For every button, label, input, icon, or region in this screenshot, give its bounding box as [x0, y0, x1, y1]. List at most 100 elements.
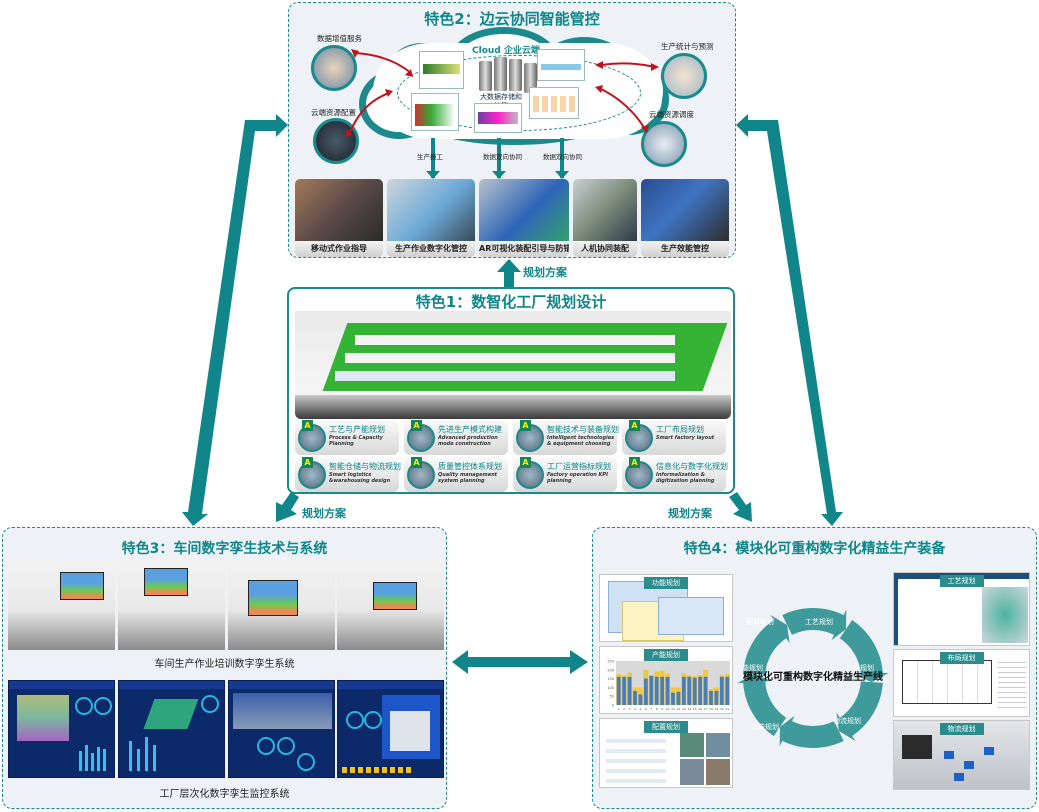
chart-xtick: 18 — [709, 707, 713, 711]
chart-bar-capacity — [709, 690, 713, 705]
server-icon — [479, 61, 492, 91]
chart-ytick: 50 — [610, 695, 614, 699]
data-service-photo — [311, 45, 357, 91]
chart-bar-capacity — [633, 690, 637, 705]
red-arrow — [600, 88, 646, 130]
link-label-report: 生产报工 — [417, 153, 443, 161]
chart-bar-capacity — [627, 676, 632, 705]
photo-hrc-assembly: 人机协同装配 — [573, 179, 637, 257]
arrow-p3-p2 — [182, 114, 288, 526]
server-icon — [494, 57, 507, 91]
chart-xtick: 7 — [650, 707, 652, 711]
chart-xtick: 6 — [645, 707, 647, 711]
caption-monitor: 工厂层次化数字孪生监控系统 — [159, 789, 290, 800]
chart-bar-capacity — [654, 676, 659, 705]
red-arrow — [600, 62, 656, 68]
side-label-top-left: 数据增值服务 — [317, 34, 362, 43]
thumb-config-planning: 配置规划 — [599, 718, 733, 788]
flow-label-p1-p2: 规划方案 — [523, 266, 567, 279]
cloud-label: Cloud 企业云端 — [472, 46, 540, 56]
arrow-p1-p4 — [729, 492, 752, 522]
feature3-panel: 特色3：车间数字孪生技术与系统 车间生产作业培训数字孪生系统 工厂层次化数字孪生… — [2, 527, 447, 809]
chart-title: 产能规划 — [644, 649, 688, 661]
arrow-p1-p3 — [276, 492, 299, 522]
chart-xtick: 2 — [623, 707, 625, 711]
chart-xtick: 17 — [704, 707, 708, 711]
chart-xtick: 21 — [725, 707, 729, 711]
photo-caption: 生产效能管控 — [641, 241, 729, 257]
cloud-screen — [411, 93, 459, 131]
cycle-arrow-segment — [836, 681, 883, 742]
chart-xtick: 3 — [629, 707, 631, 711]
chart-ytick: 100 — [607, 686, 614, 690]
chart-xtick: 20 — [720, 707, 724, 711]
arrow-p4-p2 — [736, 114, 843, 526]
chart-bar-capacity — [671, 692, 675, 705]
arrow-p1-p2 — [497, 259, 521, 287]
cloud-screen — [529, 87, 579, 119]
chart-bar-capacity — [719, 676, 724, 705]
cycle-arrow-segment — [779, 715, 844, 748]
cycle-arrow-segment — [737, 673, 787, 737]
chart-ytick: 0 — [612, 704, 614, 708]
feature1-title: 特色1：数智化工厂规划设计 — [415, 293, 607, 311]
cycle-step-config: 配置规划 — [746, 618, 774, 626]
thumb-tag: 布局规划 — [939, 652, 984, 664]
chart-bar-capacity — [698, 676, 703, 705]
cloud-red-arrows — [345, 49, 659, 179]
chart-xtick: 13 — [682, 707, 686, 711]
vr-training-photo — [8, 560, 115, 650]
thumb-logistics-planning: 物流规划 — [893, 720, 1030, 790]
chart-xtick: 14 — [687, 707, 691, 711]
side-label-top-right: 生产统计与预测 — [661, 42, 714, 51]
cycle-step-layout: 布局规划 — [846, 664, 874, 672]
caption-training: 车间生产作业培训数字孪生系统 — [154, 659, 295, 670]
thumb-function-planning: 功能规划 — [599, 574, 733, 642]
dashboard-station — [228, 680, 335, 778]
cloud-screen — [419, 51, 464, 89]
chart-bar-capacity — [687, 676, 692, 705]
side-label-bottom-right: 云端资源调度 — [649, 110, 694, 119]
chart-bar-capacity — [638, 694, 643, 705]
planning-cycle — [737, 608, 889, 748]
chart-ytick: 150 — [607, 677, 614, 681]
cycle-arrow-segment — [782, 608, 847, 641]
dashboard-factory — [8, 680, 115, 778]
chart-bar-capacity — [681, 676, 686, 705]
link-label-sync-2: 数据双向协同 — [543, 153, 582, 161]
thumb-process-planning: 工艺规划 — [893, 572, 1030, 646]
resource-dispatch-photo — [641, 121, 687, 167]
chart-bar-capacity — [725, 676, 730, 705]
photo-mobile-guidance: 移动式作业指导 — [295, 179, 383, 257]
cycle-step-process: 工艺规划 — [805, 618, 833, 626]
chart-xtick: 15 — [693, 707, 697, 711]
dashboard-equipment — [337, 680, 444, 778]
photo-caption: 人机协同装配 — [573, 241, 637, 257]
server-icon — [524, 63, 537, 93]
production-stats-photo — [661, 53, 707, 99]
vr-training-photo — [118, 560, 225, 650]
arrow-p3-p4 — [452, 650, 588, 674]
thumb-layout-planning: 布局规划 — [893, 649, 1030, 717]
chart-xtick: 9 — [661, 707, 663, 711]
red-arrow — [348, 92, 390, 136]
vr-training-photo — [228, 560, 335, 650]
feature2-panel: 特色2：边云协同智能管控 Cloud 企业云端 大数据存储和计算 数据增值服务 … — [288, 2, 736, 258]
side-label-bottom-left: 云端资源配置 — [311, 108, 356, 117]
photo-caption: 生产作业数字化管控 — [387, 241, 475, 257]
thumb-tag: 配置规划 — [644, 721, 688, 733]
link-label-sync-1: 数据双向协同 — [483, 153, 522, 161]
cloud-screen — [537, 49, 585, 81]
chart-xtick: 10 — [666, 707, 670, 711]
thumb-tag: 物流规划 — [939, 723, 984, 735]
resource-config-photo — [313, 118, 359, 164]
